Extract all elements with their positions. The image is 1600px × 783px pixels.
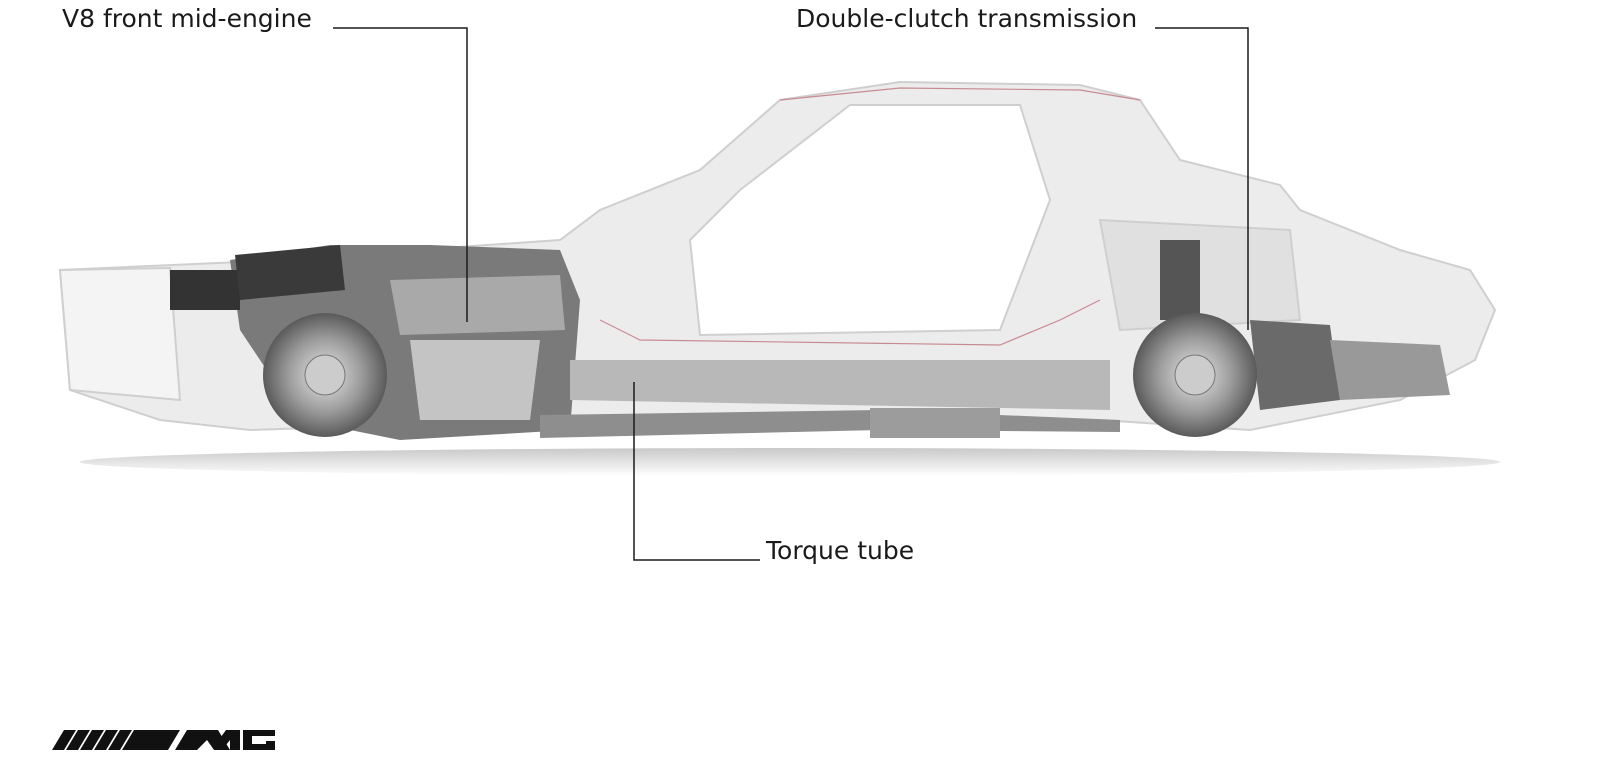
- front-brake-disc: [263, 313, 387, 437]
- frame-outline: [599, 87, 1141, 346]
- torque-tube-label: Torque tube: [766, 536, 915, 565]
- engine-label: V8 front mid-engine: [62, 4, 312, 33]
- ground-shadow: [80, 448, 1500, 476]
- transmission: [1160, 240, 1450, 410]
- engine-leader-line: [333, 27, 468, 322]
- transmission-label: Double-clutch transmission: [796, 4, 1138, 33]
- torque-tube: [540, 360, 1120, 438]
- rear-brake-disc: [1133, 313, 1257, 437]
- amg-logo: [52, 730, 275, 750]
- transmission-leader-line: [1155, 27, 1249, 330]
- torque-tube-leader-line: [633, 382, 760, 561]
